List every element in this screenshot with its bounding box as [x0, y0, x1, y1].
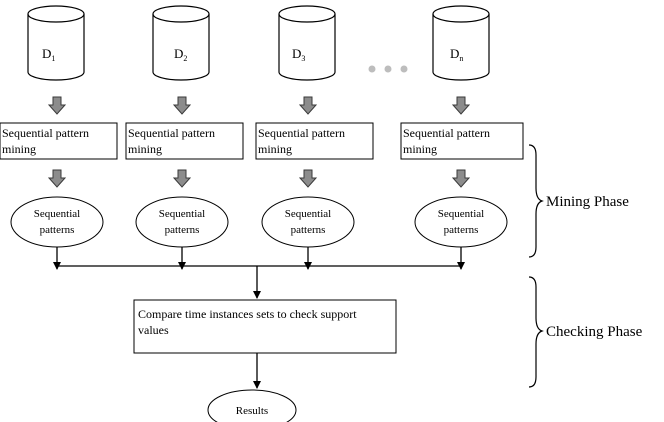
down-arrow-icon — [172, 96, 192, 115]
svg-text:Sequential pattern: Sequential pattern — [2, 126, 89, 140]
svg-text:Sequential: Sequential — [159, 208, 205, 220]
database-label: D3 — [292, 46, 305, 63]
svg-text:Sequential: Sequential — [34, 208, 80, 220]
svg-text:mining: mining — [258, 142, 292, 156]
database-label: Dn — [450, 46, 463, 63]
database-label: D1 — [42, 46, 55, 63]
svg-text:mining: mining — [403, 142, 437, 156]
hollow-arrows-row2 — [47, 169, 471, 188]
checking-phase-brace — [528, 276, 544, 388]
svg-text:patterns: patterns — [444, 224, 479, 236]
results-ellipse: Results — [207, 389, 297, 422]
svg-text:Sequential pattern: Sequential pattern — [403, 126, 490, 140]
svg-text:mining: mining — [128, 142, 162, 156]
patterns-ellipse-3: Sequential patterns — [261, 196, 355, 248]
mining-phase-brace — [528, 144, 544, 258]
svg-text:Sequential: Sequential — [285, 208, 331, 220]
down-arrow-icon — [47, 96, 67, 115]
svg-text:Sequential pattern: Sequential pattern — [258, 126, 345, 140]
down-arrow-icon — [451, 169, 471, 188]
down-arrow-icon — [172, 169, 192, 188]
down-arrow-icon — [298, 96, 318, 115]
mining-box-n: Sequential pattern mining — [400, 122, 524, 160]
hollow-arrows-row1 — [47, 96, 471, 115]
checking-phase-label: Checking Phase — [546, 324, 643, 340]
database-d1: D1 — [27, 5, 85, 81]
database-d3: D3 — [278, 5, 336, 81]
database-dn: Dn — [432, 5, 490, 81]
svg-text:values: values — [138, 323, 169, 337]
svg-text:Sequential: Sequential — [438, 208, 484, 220]
ellipsis-dots — [368, 65, 408, 73]
svg-text:patterns: patterns — [165, 224, 200, 236]
patterns-ellipse-n: Sequential patterns — [414, 196, 508, 248]
mining-box-1: Sequential pattern mining — [0, 122, 118, 160]
svg-text:patterns: patterns — [291, 224, 326, 236]
svg-text:Results: Results — [236, 405, 268, 417]
patterns-ellipse-2: Sequential patterns — [135, 196, 229, 248]
svg-text:patterns: patterns — [40, 224, 75, 236]
svg-text:mining: mining — [2, 142, 36, 156]
down-arrow-icon — [47, 169, 67, 188]
merge-connectors — [53, 247, 465, 299]
mining-box-3: Sequential pattern mining — [255, 122, 374, 160]
down-arrow-icon — [298, 169, 318, 188]
mining-box-2: Sequential pattern mining — [125, 122, 244, 160]
patterns-ellipse-1: Sequential patterns — [10, 196, 104, 248]
compare-box: Compare time instances sets to check sup… — [133, 299, 397, 354]
svg-text:Sequential pattern: Sequential pattern — [128, 126, 215, 140]
svg-text:Compare time instances sets to: Compare time instances sets to check sup… — [138, 307, 357, 321]
database-label: D2 — [174, 46, 187, 63]
database-d2: D2 — [152, 5, 210, 81]
mining-phase-label: Mining Phase — [546, 194, 629, 210]
down-arrow-icon — [451, 96, 471, 115]
